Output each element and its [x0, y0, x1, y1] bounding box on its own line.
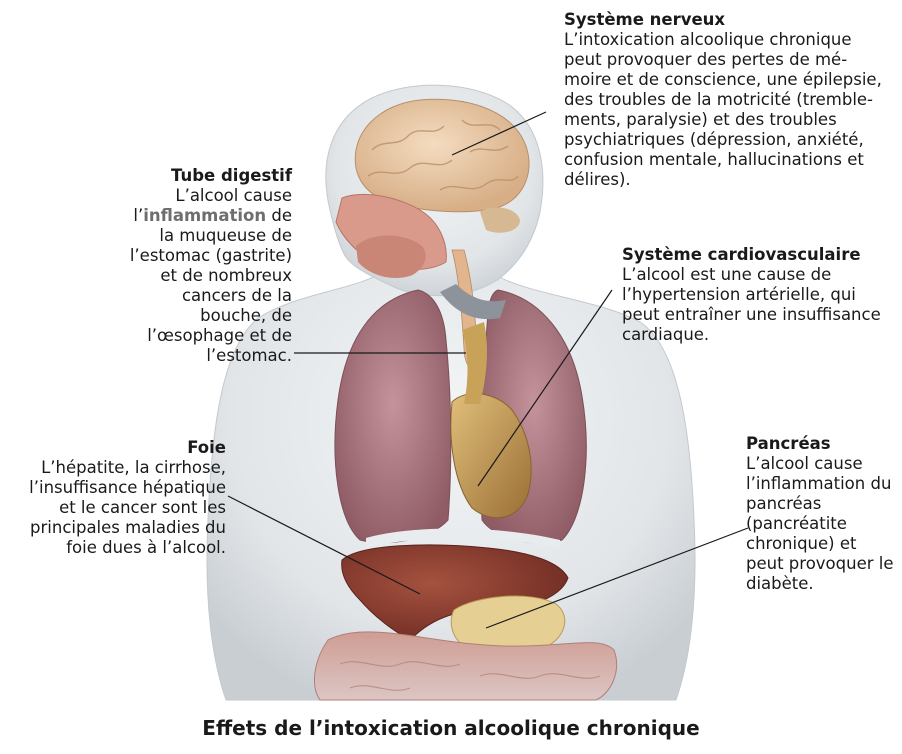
- annotation-text: L’hépatite, la cirrhose, l’insuffisance …: [18, 458, 226, 558]
- annotation-text: L’alcool cause l’inflammation du pancréa…: [746, 454, 896, 594]
- annotation-text: L’intoxication alcoolique chronique peut…: [564, 30, 894, 190]
- annotation-title: Système nerveux: [564, 10, 894, 30]
- highlight-term: inflammation: [143, 206, 266, 225]
- annotation-text: L’alcool est une cause de l’hypertension…: [622, 265, 882, 345]
- annotation-systeme-cardiovasculaire: Système cardiovasculaire L’alcool est un…: [622, 245, 882, 345]
- annotation-title: Tube digestif: [120, 166, 292, 186]
- annotation-title: Système cardiovasculaire: [622, 245, 882, 265]
- figure-caption: Effets de l’intoxication alcoolique chro…: [0, 716, 902, 740]
- annotation-title: Foie: [18, 438, 226, 458]
- annotation-systeme-nerveux: Système nerveux L’intoxication alcooliqu…: [564, 10, 894, 190]
- annotation-pancreas: Pancréas L’alcool cause l’inflammation d…: [746, 434, 896, 594]
- annotation-tube-digestif: Tube digestif L’alcool cause l’inflammat…: [120, 166, 292, 366]
- annotation-title: Pancréas: [746, 434, 896, 454]
- annotation-foie: Foie L’hépatite, la cirrhose, l’insuffis…: [18, 438, 226, 558]
- annotation-text: L’alcool cause l’inflammation de la muqu…: [120, 186, 292, 366]
